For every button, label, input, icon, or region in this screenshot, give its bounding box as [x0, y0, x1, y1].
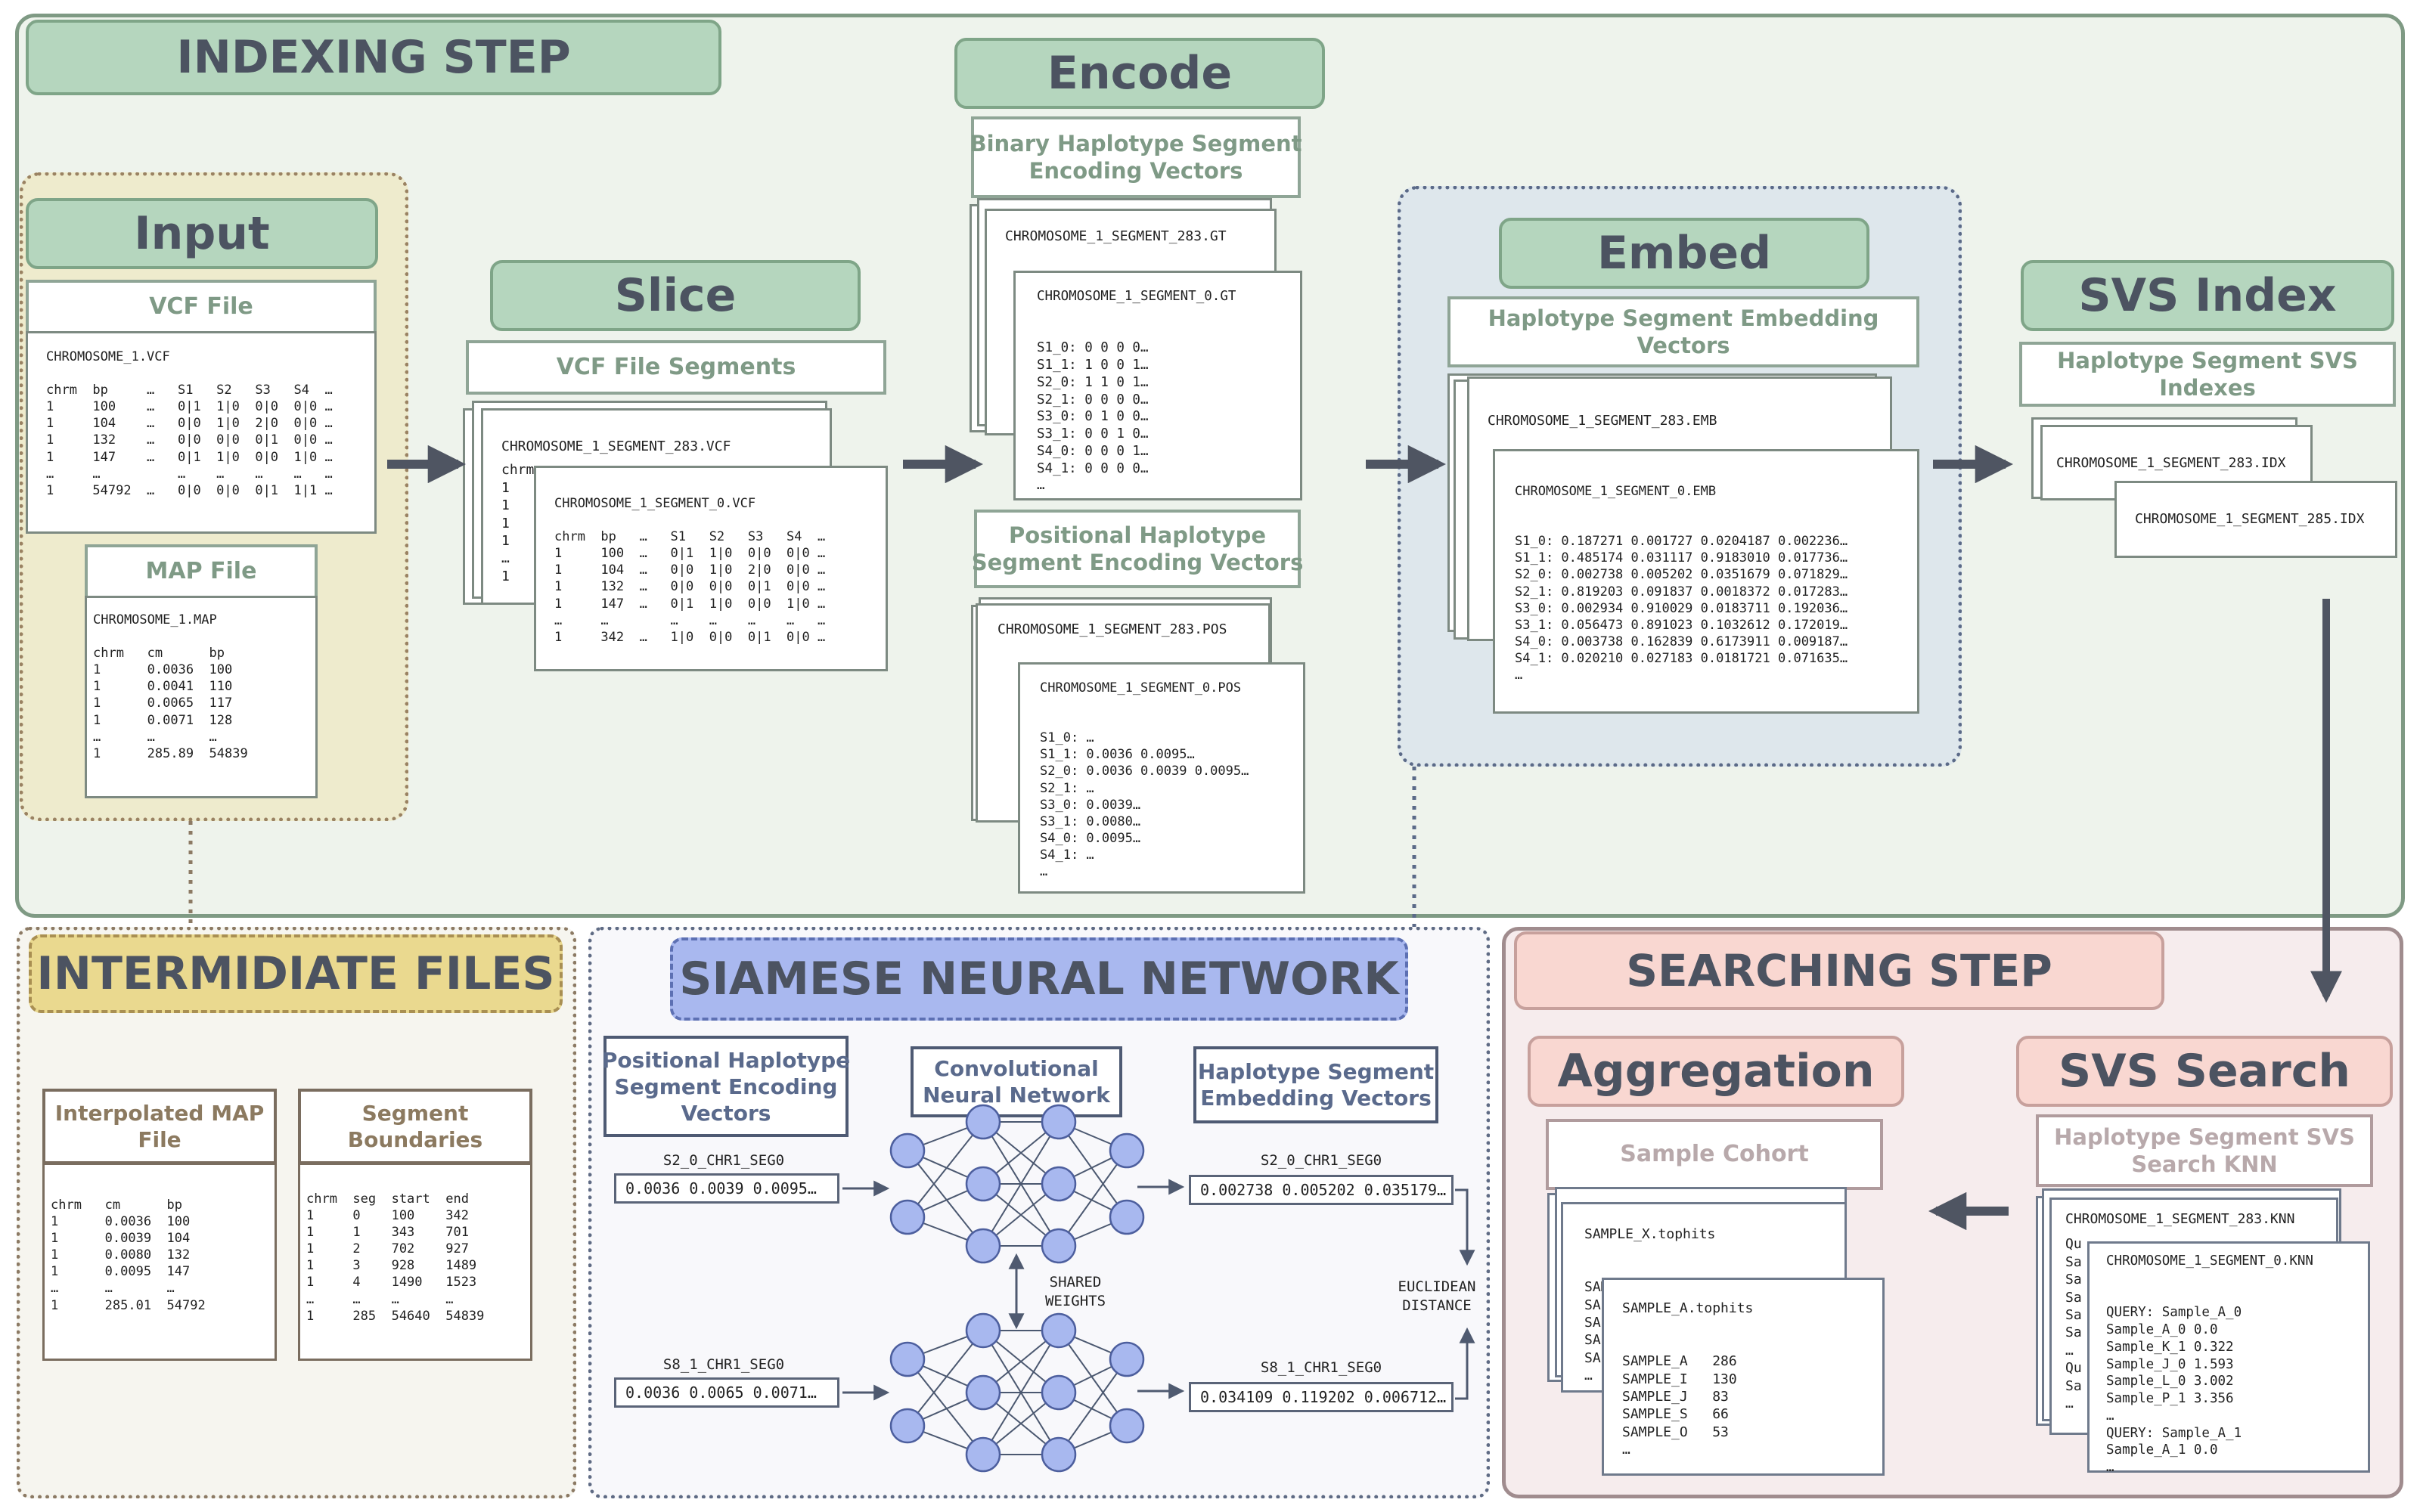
interpolated-map-content: chrm cm bp 1 0.0036 100 1 0.0039 104 1 0… — [51, 1198, 206, 1313]
emb-segment-0-content: CHROMOSOME_1_SEGMENT_0.EMB S1_0: 0.18727… — [1515, 484, 1848, 683]
cnn-bottom-node — [889, 1408, 926, 1444]
vcf-file-content: CHROMOSOME_1.VCF chrm bp … S1 S2 S3 S4 …… — [46, 349, 333, 498]
euclidean-distance-label: EUCLIDEAN DISTANCE — [1398, 1278, 1476, 1314]
cnn-bottom-node — [1041, 1436, 1077, 1473]
cnn-top-edge — [982, 1121, 1060, 1247]
cnn-top-node — [965, 1228, 1001, 1264]
knn-segment-283-content: Qu Sa Sa Sa Sa Sa … Qu Sa … — [2065, 1236, 2082, 1411]
gt-segment-0-content: CHROMOSOME_1_SEGMENT_0.GT S1_0: 0 0 0 0…… — [1037, 289, 1236, 494]
map-file-label: MAP File — [85, 544, 318, 599]
siamese-embedding-label: Haplotype Segment Embedding Vectors — [1193, 1046, 1438, 1123]
cnn-top-edge — [1058, 1150, 1128, 1247]
siamese-positional-label: Positional Haplotype Segment Encoding Ve… — [602, 1036, 850, 1137]
slice-stage-header: Slice — [490, 260, 861, 331]
positional-encoding-label: Positional Haplotype Segment Encoding Ve… — [972, 510, 1303, 588]
intermediate-files-header: INTERMIDIATE FILES — [29, 934, 563, 1013]
cnn-bottom-edge — [907, 1330, 984, 1427]
output-top-distance-arrow — [1455, 1188, 1475, 1266]
cnn-top-node — [1041, 1166, 1077, 1202]
embedding-vectors-label: Haplotype Segment Embedding Vectors — [1447, 296, 1919, 367]
cnn-bottom-node — [1041, 1374, 1077, 1411]
interpolated-map-document: chrm cm bp 1 0.0036 100 1 0.0039 104 1 0… — [42, 1163, 277, 1361]
cnn-top-node — [1041, 1228, 1077, 1264]
cohort-a-document: SAMPLE_A.tophits SAMPLE_A 286 SAMPLE_I 1… — [1602, 1278, 1885, 1476]
svs-indexes-label: Haplotype Segment SVS Indexes — [2019, 342, 2396, 407]
cnn-top-node — [889, 1199, 926, 1235]
map-file-document: CHROMOSOME_1.MAP chrm cm bp 1 0.0036 100… — [85, 596, 318, 798]
emb-segment-0-document: CHROMOSOME_1_SEGMENT_0.EMB S1_0: 0.18727… — [1493, 449, 1919, 714]
knn-segment-0-content: CHROMOSOME_1_SEGMENT_0.KNN QUERY: Sample… — [2106, 1253, 2313, 1475]
cnn-top-node — [1109, 1132, 1145, 1169]
knn-segment-0-document: CHROMOSOME_1_SEGMENT_0.KNN QUERY: Sample… — [2087, 1241, 2370, 1475]
searching-step-header: SEARCHING STEP — [1514, 931, 2164, 1010]
pos-segment-0-content: CHROMOSOME_1_SEGMENT_0.POS S1_0: … S1_1:… — [1040, 680, 1249, 880]
output-vector-bottom-name: S8_1_CHR1_SEG0 — [1260, 1359, 1382, 1376]
svs-search-stage-header: SVS Search — [2016, 1036, 2393, 1107]
cnn-top-edge — [907, 1121, 984, 1218]
interpolated-map-label: Interpolated MAP File — [42, 1089, 277, 1164]
cnn-bottom-node — [965, 1312, 1001, 1349]
cnn-bottom-edge — [1058, 1330, 1128, 1427]
vcf-segment-0-content: CHROMOSOME_1_SEGMENT_0.VCF chrm bp … S1 … — [554, 496, 826, 645]
vcf-file-document: CHROMOSOME_1.VCF chrm bp … S1 S2 S3 S4 …… — [26, 331, 377, 534]
segment-boundaries-document: chrm seg start end 1 0 100 342 1 1 343 7… — [298, 1163, 532, 1361]
cnn-top-node — [1041, 1104, 1077, 1140]
cnn-top-node — [1109, 1199, 1145, 1235]
vcf-segment-0-document: CHROMOSOME_1_SEGMENT_0.VCF chrm bp … S1 … — [534, 466, 888, 671]
vcf-segment-283-title: CHROMOSOME_1_SEGMENT_283.VCF — [501, 438, 731, 454]
embed-stage-header: Embed — [1499, 218, 1869, 289]
aggregation-stage-header: Aggregation — [1528, 1036, 1904, 1107]
binary-encoding-label: Binary Haplotype Segment Encoding Vector… — [970, 116, 1302, 198]
svs-knn-label: Haplotype Segment SVS Search KNN — [2036, 1114, 2373, 1187]
cnn-bottom-node — [1109, 1341, 1145, 1377]
svs-index-stage-header: SVS Index — [2021, 260, 2394, 331]
cnn-bottom-node — [1109, 1408, 1145, 1444]
gt-segment-283-title: CHROMOSOME_1_SEGMENT_283.GT — [1005, 228, 1227, 244]
gt-segment-0-document: CHROMOSOME_1_SEGMENT_0.GT S1_0: 0 0 0 0…… — [1013, 271, 1302, 500]
output-vector-top: 0.002738 0.005202 0.035179… — [1189, 1175, 1454, 1205]
cnn-bottom-node — [1041, 1312, 1077, 1349]
map-file-content: CHROMOSOME_1.MAP chrm cm bp 1 0.0036 100… — [93, 612, 248, 761]
vcf-segment-283-content: chrm 1 1 1 1 … 1 — [501, 462, 535, 584]
emb-segment-283-title: CHROMOSOME_1_SEGMENT_283.EMB — [1488, 413, 1717, 429]
output-vector-top-name: S2_0_CHR1_SEG0 — [1260, 1152, 1382, 1169]
output-bottom-distance-arrow — [1455, 1327, 1475, 1400]
cnn-bottom-node — [889, 1341, 926, 1377]
siamese-network-header: SIAMESE NEURAL NETWORK — [670, 937, 1408, 1021]
input-vector-top: 0.0036 0.0039 0.0095… — [614, 1173, 839, 1204]
vcf-file-label: VCF File — [26, 280, 377, 334]
cnn-top-edge — [907, 1150, 984, 1247]
cnn-bottom-edge — [1058, 1359, 1128, 1455]
segment-boundaries-content: chrm seg start end 1 0 100 342 1 1 343 7… — [306, 1191, 485, 1324]
cnn-bottom-edge — [907, 1359, 984, 1455]
sample-cohort-label: Sample Cohort — [1546, 1119, 1883, 1190]
cnn-top-edge — [1058, 1121, 1128, 1218]
input-vector-bottom: 0.0036 0.0065 0.0071… — [614, 1377, 839, 1408]
cnn-bottom-node — [965, 1374, 1001, 1411]
input-vector-bottom-name: S8_1_CHR1_SEG0 — [662, 1356, 785, 1373]
shared-weights-label: SHARED WEIGHTS — [1044, 1274, 1106, 1309]
idx-segment-283-title: CHROMOSOME_1_SEGMENT_283.IDX — [2056, 455, 2286, 471]
cnn-top-node — [965, 1166, 1001, 1202]
indexing-step-header: INDEXING STEP — [26, 20, 721, 95]
input-stage-header: Input — [26, 198, 378, 269]
encode-stage-header: Encode — [954, 38, 1325, 109]
cohort-a-content: SAMPLE_A.tophits SAMPLE_A 286 SAMPLE_I 1… — [1622, 1300, 1754, 1458]
cnn-diagrams — [889, 1104, 1145, 1473]
idx-segment-285-title: CHROMOSOME_1_SEGMENT_285.IDX — [2135, 511, 2365, 527]
cnn-label: Convolutional Neural Network — [911, 1046, 1122, 1117]
cnn-bottom-edge — [982, 1330, 1060, 1455]
input-vector-top-name: S2_0_CHR1_SEG0 — [662, 1152, 785, 1169]
cnn-top-node — [965, 1104, 1001, 1140]
cnn-bottom-node — [965, 1436, 1001, 1473]
cnn-top-node — [889, 1132, 926, 1169]
pos-segment-0-document: CHROMOSOME_1_SEGMENT_0.POS S1_0: … S1_1:… — [1018, 662, 1305, 894]
pos-segment-283-title: CHROMOSOME_1_SEGMENT_283.POS — [997, 621, 1227, 637]
output-vector-bottom: 0.034109 0.119202 0.006712… — [1189, 1382, 1454, 1412]
idx-segment-285-document: CHROMOSOME_1_SEGMENT_285.IDX — [2114, 481, 2397, 558]
vcf-segments-label: VCF File Segments — [466, 340, 886, 395]
knn-segment-283-title: CHROMOSOME_1_SEGMENT_283.KNN — [2065, 1211, 2295, 1227]
